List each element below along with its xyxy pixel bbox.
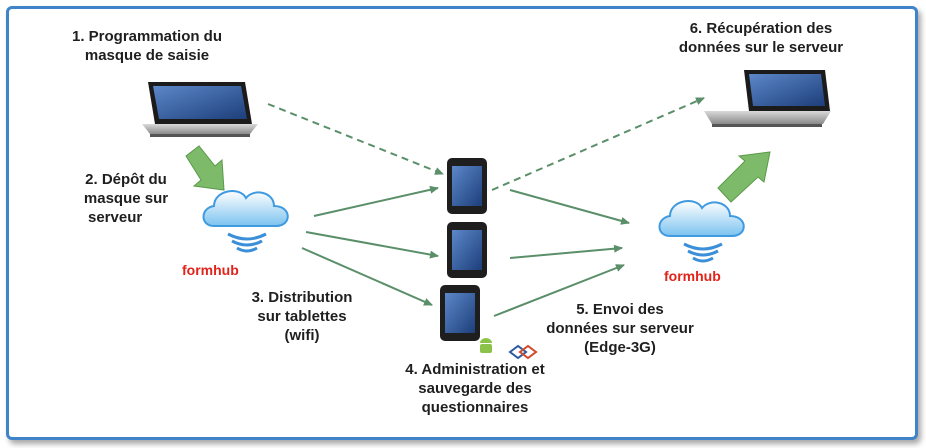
step-2-line-1: 2. Dépôt du — [85, 171, 167, 188]
tablet-top-icon — [447, 158, 487, 214]
step-5-line-3: (Edge-3G) — [584, 339, 656, 356]
step-4-label: 4. Administration et sauvegarde des ques… — [380, 360, 570, 417]
tablet-middle-icon — [447, 222, 487, 278]
step-5-label: 5. Envoi des données sur serveur (Edge-3… — [520, 300, 720, 357]
step-5-line-2: données sur serveur — [546, 320, 694, 337]
step-5-line-1: 5. Envoi des — [576, 301, 664, 318]
arrow-cloud-to-tablet-top — [313, 185, 439, 217]
arrow-cloud-to-tablet-bottom — [301, 247, 433, 306]
laptop-right-icon — [704, 70, 831, 127]
step-2-line-3: serveur — [88, 209, 143, 226]
step-4-line-2: sauvegarde des — [418, 380, 532, 397]
step-1-line-2: masque de saisie — [84, 47, 210, 64]
step-4-line-3: questionnaires — [421, 399, 529, 416]
arrow-tablet-middle-to-cloud — [509, 244, 623, 259]
upload-arrow-icon — [185, 145, 225, 191]
android-logo-icon — [480, 338, 492, 353]
step-2-label: 2. Dépôt du masque sur serveur — [66, 170, 186, 227]
dashed-arrow-tablet-to-laptop — [491, 97, 705, 191]
step-6-line-2: données sur le serveur — [678, 39, 844, 56]
formhub-logo-right: formhub — [664, 268, 721, 284]
odk-logo-icon — [508, 344, 538, 360]
laptop-left-icon — [142, 82, 258, 137]
download-arrow-icon — [717, 151, 771, 203]
cloud-server-left-icon — [202, 190, 289, 253]
step-3-label: 3. Distribution sur tablettes (wifi) — [232, 288, 372, 345]
step-1-label: 1. Programmation du masque de saisie — [38, 27, 256, 65]
tablet-bottom-icon — [440, 285, 480, 341]
step-6-label: 6. Récupération des données sur le serve… — [646, 19, 876, 57]
step-3-line-1: 3. Distribution — [251, 289, 353, 306]
step-4-line-1: 4. Administration et — [405, 361, 545, 378]
step-3-line-3: (wifi) — [284, 327, 320, 344]
step-1-line-1: 1. Programmation du — [71, 28, 223, 45]
step-6-line-1: 6. Récupération des — [689, 20, 833, 37]
step-2-line-2: masque sur — [83, 190, 169, 207]
arrow-cloud-to-tablet-middle — [305, 231, 439, 259]
formhub-logo-left: formhub — [182, 262, 239, 278]
cloud-server-right-icon — [658, 200, 745, 263]
arrow-tablet-top-to-cloud — [509, 189, 630, 225]
step-3-line-2: sur tablettes — [257, 308, 347, 325]
arrow-tablet-bottom-to-cloud — [493, 264, 625, 317]
dashed-arrow-laptop-to-tablet — [267, 103, 444, 175]
